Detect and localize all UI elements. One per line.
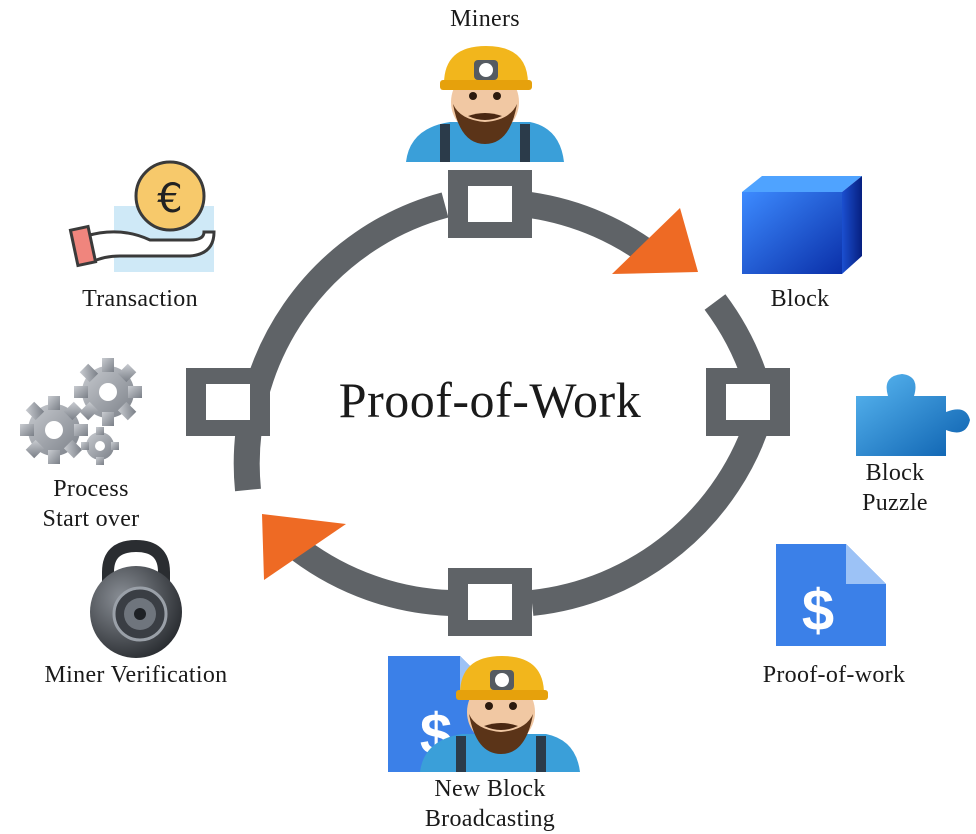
gears-icon [20, 358, 142, 465]
puzzle-piece-icon [856, 374, 970, 456]
label-new-block-broadcasting-line2: Broadcasting [424, 806, 556, 832]
arrow-clockwise-bottom-left [262, 514, 346, 580]
dollar-document-icon: $ [776, 544, 886, 646]
label-new-block-broadcasting-line1: New Block [434, 776, 546, 802]
padlock-icon [90, 539, 182, 658]
label-miner-verification: Miner Verification [44, 662, 228, 688]
label-proof-of-work: Proof-of-work [762, 662, 906, 688]
label-miners: Miners [450, 6, 520, 32]
label-process-start-over: Process Start over [16, 474, 166, 534]
ring-nodes [186, 170, 790, 636]
euro-coin-hand-icon: € [68, 160, 216, 272]
svg-text:$: $ [802, 578, 834, 643]
label-block-puzzle-line1: Block [865, 460, 925, 486]
label-process-line2: Start over [42, 506, 140, 532]
miner-dollar-document-icon: $ [388, 656, 580, 772]
ring-arc-bottom-left [292, 539, 451, 616]
label-process-line1: Process [53, 476, 129, 502]
label-block-puzzle: Block Puzzle [830, 458, 960, 518]
label-new-block-broadcasting: New Block Broadcasting [380, 774, 600, 834]
cube-icon [742, 176, 862, 274]
miner-icon [406, 46, 564, 162]
diagram-title: Proof-of-Work [338, 372, 642, 428]
label-block: Block [770, 286, 830, 312]
arrow-clockwise-top-right [612, 208, 698, 274]
ring-arc-right-lower [530, 411, 773, 616]
svg-text:€: € [157, 176, 182, 222]
label-block-puzzle-line2: Puzzle [862, 490, 928, 516]
ring-arc-left [233, 192, 449, 492]
label-transaction: Transaction [82, 286, 198, 312]
